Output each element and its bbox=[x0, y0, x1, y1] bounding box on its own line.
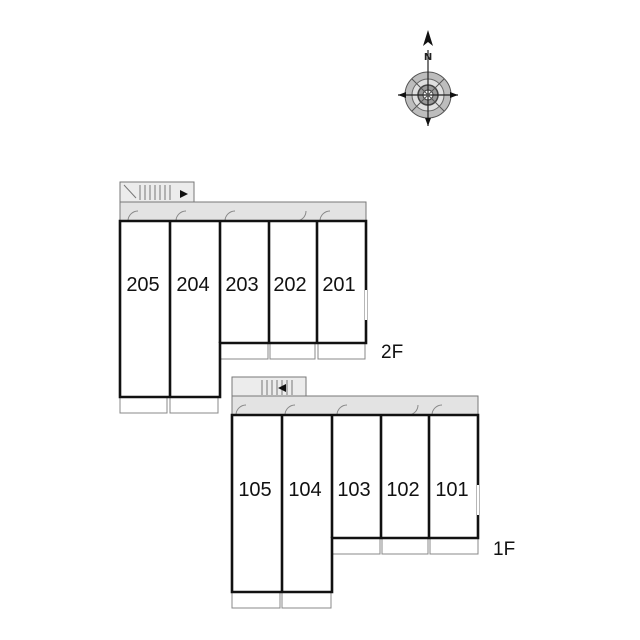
stair-1f bbox=[231, 376, 307, 397]
unit-203-label: 203 bbox=[225, 274, 258, 296]
unit-202-label: 202 bbox=[273, 274, 306, 296]
compass-rose-icon: N bbox=[398, 30, 458, 126]
floor-1f: 105 104 103 102 101 1F bbox=[230, 376, 515, 609]
unit-205-label: 205 bbox=[126, 274, 159, 296]
balcony-105 bbox=[231, 591, 281, 609]
unit-104-label: 104 bbox=[288, 479, 321, 501]
balcony-104 bbox=[281, 591, 332, 609]
balcony-201 bbox=[317, 342, 366, 360]
floor-2f: 205 204 203 202 201 2F bbox=[118, 181, 403, 414]
unit-201-label: 201 bbox=[322, 274, 355, 296]
balcony-203 bbox=[219, 342, 269, 360]
balcony-103 bbox=[331, 537, 381, 555]
balcony-204 bbox=[169, 396, 219, 414]
unit-105-label: 105 bbox=[238, 479, 271, 501]
floor-2f-label: 2F bbox=[381, 342, 403, 363]
stair-arrow-icon bbox=[278, 384, 286, 392]
unit-204-label: 204 bbox=[176, 274, 209, 296]
balcony-101 bbox=[429, 537, 479, 555]
unit-101-label: 101 bbox=[435, 479, 468, 501]
balcony-102 bbox=[381, 537, 429, 555]
stair-arrow-icon bbox=[180, 190, 188, 198]
compass-north-label: N bbox=[424, 52, 432, 63]
balcony-202 bbox=[269, 342, 316, 360]
unit-102-label: 102 bbox=[386, 479, 419, 501]
balcony-205 bbox=[119, 396, 168, 414]
floor-1f-label: 1F bbox=[493, 539, 515, 560]
unit-103-label: 103 bbox=[337, 479, 370, 501]
